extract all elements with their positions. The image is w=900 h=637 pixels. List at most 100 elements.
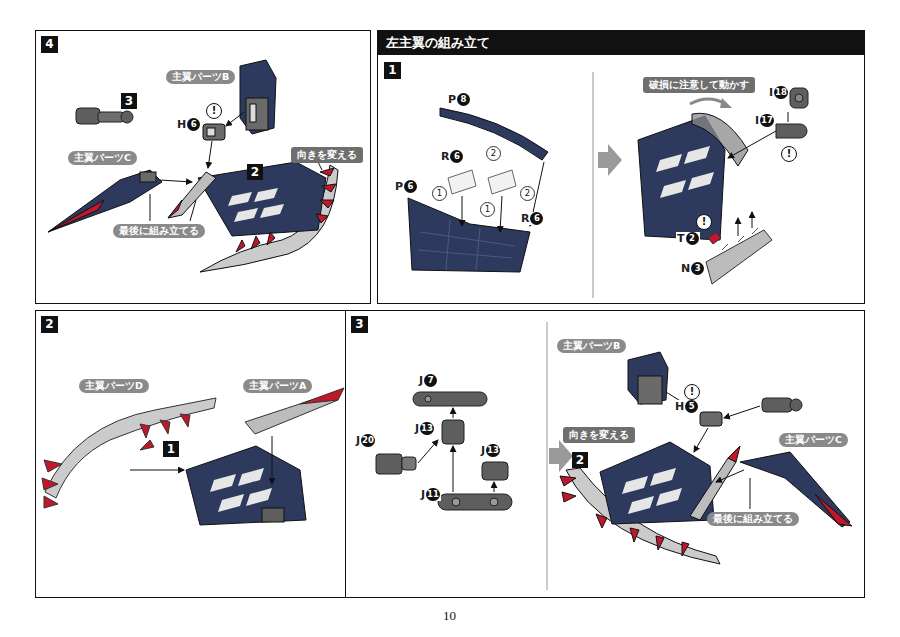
h-part-shape (203, 124, 225, 140)
h-part-shape (700, 412, 722, 426)
part-index: 6 (450, 150, 463, 163)
wing-part-c-shape (48, 200, 104, 232)
p6-part (408, 198, 530, 272)
leader-line-shape (453, 446, 454, 492)
leader-line-shape (462, 196, 463, 226)
part-number: J11 (420, 488, 441, 501)
step-arrow (598, 144, 622, 176)
part-number: P8 (447, 93, 471, 106)
n-part-shape (722, 228, 758, 250)
badge-text: 破損に注意して動かす (649, 79, 749, 90)
note-callout: 向きを変える (291, 147, 363, 163)
move-arrow (690, 99, 726, 104)
wing-part-b-shape (240, 60, 276, 134)
leader-line-shape (226, 112, 244, 126)
leader-line-shape (418, 440, 438, 463)
joint-part-shape (121, 111, 133, 123)
wing-part-a (245, 388, 344, 434)
subassembly-number: 1 (163, 441, 179, 457)
part-badge: 主翼パーツB (166, 70, 235, 84)
note-callout: 破損に注意して動かす (643, 77, 755, 93)
assembled-wing (638, 113, 748, 240)
part-number: I18 (768, 86, 789, 99)
part-index: 13 (420, 422, 434, 435)
part-badge: 主翼パーツC (68, 151, 137, 165)
wing-part-d (42, 398, 216, 508)
h-part-shape (207, 128, 215, 136)
part-index: 8 (457, 93, 470, 106)
step-number: 3 (351, 316, 368, 333)
leader-line (130, 436, 272, 484)
assembled-wing-shape (692, 113, 748, 166)
part-number: N3 (680, 262, 705, 275)
part-letter: H (675, 400, 684, 413)
main-wing-shape (198, 162, 326, 236)
note-callout: 向きを変える (563, 427, 635, 443)
part-number: I17 (754, 114, 775, 127)
part-index: 3 (691, 262, 704, 275)
wing-part-c-shape (140, 172, 156, 182)
part-number: P6 (394, 180, 418, 193)
j-parts (376, 392, 512, 510)
wing-part-b (240, 60, 276, 134)
step-divider (547, 72, 593, 590)
i-part-shape (795, 94, 803, 102)
j-parts-shape (442, 420, 464, 444)
step-number: 4 (41, 36, 58, 53)
part-index: 17 (760, 114, 774, 127)
j-parts-shape (452, 498, 460, 506)
caution-mark: ! (684, 384, 700, 400)
part-index: 18 (774, 86, 788, 99)
subassembly-number: 2 (572, 452, 588, 468)
j-parts-shape (482, 462, 508, 480)
main-wing-shape (186, 446, 306, 525)
part-badge: 最後に組み立てる (707, 512, 799, 526)
leader-line-shape (318, 162, 322, 170)
section-heading: 左主翼の組み立て (378, 31, 864, 55)
part-index: 13 (486, 444, 500, 457)
main-wing-shape (210, 468, 272, 512)
part-number: H5 (674, 400, 699, 413)
leader-line-shape (738, 218, 739, 236)
step-panel: 4 主翼パーツB 主翼パーツC 向きを変える最後に組み立てる (35, 30, 371, 304)
leader-line-shape (694, 428, 708, 452)
leader-line (150, 112, 322, 221)
i-part-shape (776, 124, 807, 138)
leader-line-shape (130, 470, 184, 471)
main-wing-shape (168, 172, 216, 218)
step-number: 2 (41, 316, 58, 333)
step-number: 1 (384, 62, 401, 79)
wing-part-c (48, 170, 162, 232)
leader-line-shape (208, 141, 212, 168)
caution-mark: ! (696, 214, 712, 230)
joint-part-shape (98, 112, 124, 122)
assembled-wing-shape (656, 146, 714, 198)
h-part (700, 412, 722, 426)
main-wing-shape (168, 200, 182, 218)
leader-line-shape (453, 408, 454, 418)
leader-line (666, 392, 760, 509)
joint-part (76, 108, 133, 124)
badge-text: 向きを変える (569, 429, 629, 440)
joint-part-shape (790, 399, 802, 411)
step-panel: 2主翼パーツD主翼パーツA (35, 310, 346, 598)
part-letter: I (755, 114, 759, 127)
main-wing-shape (236, 168, 336, 252)
leader-line-shape (716, 470, 744, 482)
badge-text: 最後に組み立てる (713, 513, 793, 524)
step-divider-shape (593, 72, 594, 298)
main-wing-shape (262, 508, 284, 522)
leader-line (418, 408, 494, 492)
part-index: 2 (686, 232, 699, 245)
joint-part-shape (76, 108, 100, 124)
leader-line-shape (788, 112, 789, 122)
main-wing-shape (622, 468, 682, 514)
badge-text: 最後に組み立てる (119, 225, 199, 236)
badge-text: 主翼パーツB (172, 71, 229, 82)
part-number: T2 (676, 232, 700, 245)
part-number: J13 (414, 422, 435, 435)
badge-text: 主翼パーツC (74, 152, 131, 163)
part-badge: 最後に組み立てる (113, 224, 205, 238)
j-parts-shape (376, 454, 402, 474)
j-parts-shape (490, 498, 498, 506)
